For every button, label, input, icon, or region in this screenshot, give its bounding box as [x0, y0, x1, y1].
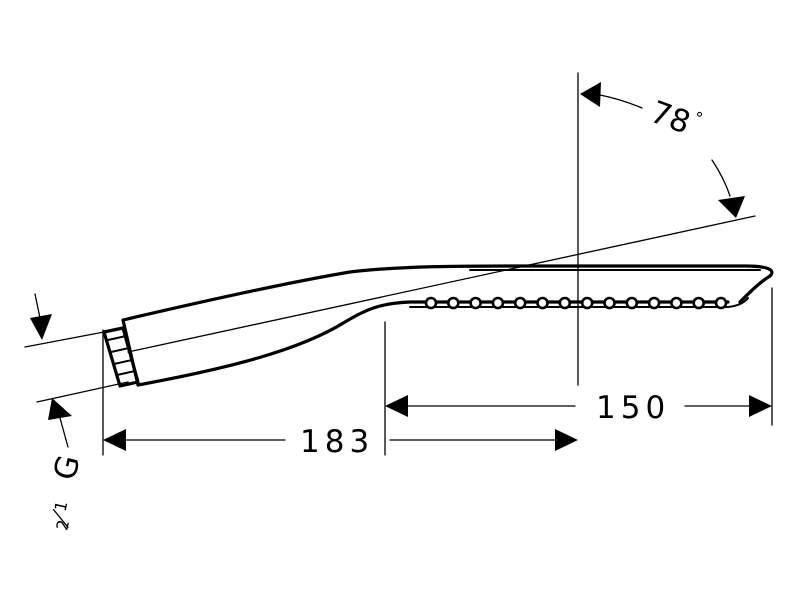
nozzle [647, 296, 661, 310]
dimension-183: 183 [103, 424, 578, 460]
dim-183-label: 183 [300, 424, 374, 460]
thread-connector [102, 326, 140, 388]
angle-label: 78 [646, 94, 695, 141]
thread-lower-leader [59, 417, 69, 448]
thread-line-1 [107, 335, 127, 341]
thread-line-2 [110, 347, 130, 353]
dim-183-arrow-left [103, 429, 126, 451]
angle-dimension: 78 ° [580, 82, 745, 218]
nozzle [714, 296, 728, 310]
nozzle [692, 296, 706, 310]
nozzle [670, 296, 683, 310]
dim-183-arrow-right [555, 429, 578, 451]
dim-150-label: 150 [596, 390, 670, 426]
dimension-150: 150 [385, 390, 772, 426]
thread-letter: G [47, 452, 87, 484]
shower-head-outline [102, 264, 774, 388]
dim-150-arrow-right [749, 395, 772, 417]
thread-ref-line-upper [24, 331, 105, 348]
thread-numerator: 1 [51, 499, 72, 513]
thread-ref-line-lower [36, 381, 129, 403]
nozzle [446, 296, 460, 310]
nozzle [491, 296, 505, 310]
angle-arrow-lower [718, 196, 745, 218]
nozzle [469, 296, 482, 310]
nozzle [424, 296, 438, 310]
inclined-axis-line [127, 215, 756, 353]
nozzle [580, 296, 594, 310]
thread-fraction-bar [52, 508, 69, 528]
thread-lower-arrow [48, 398, 72, 420]
thread-dimension: G 1 2 [30, 293, 88, 532]
nozzle [513, 296, 527, 310]
nozzle-row [424, 296, 728, 310]
thread-denominator: 2 [52, 518, 73, 532]
nozzle [603, 296, 616, 310]
reference-lines [24, 72, 773, 456]
spray-plate-rim [409, 297, 749, 308]
nozzle [625, 296, 639, 310]
angle-arc-upper [599, 94, 643, 109]
handle-top-contour [121, 264, 774, 322]
thread-line-4 [116, 370, 136, 376]
thread-upper-arrow [30, 314, 52, 340]
angle-arrow-upper [580, 82, 601, 107]
thread-upper-leader [34, 293, 41, 319]
dim-150-arrow-left [385, 395, 408, 417]
spray-plate-edge [738, 274, 772, 304]
nozzle [536, 296, 549, 310]
handle-bottom-contour [136, 300, 730, 387]
thread-line-3 [113, 359, 133, 365]
angle-arc-lower [711, 159, 731, 197]
nozzle [558, 296, 572, 310]
